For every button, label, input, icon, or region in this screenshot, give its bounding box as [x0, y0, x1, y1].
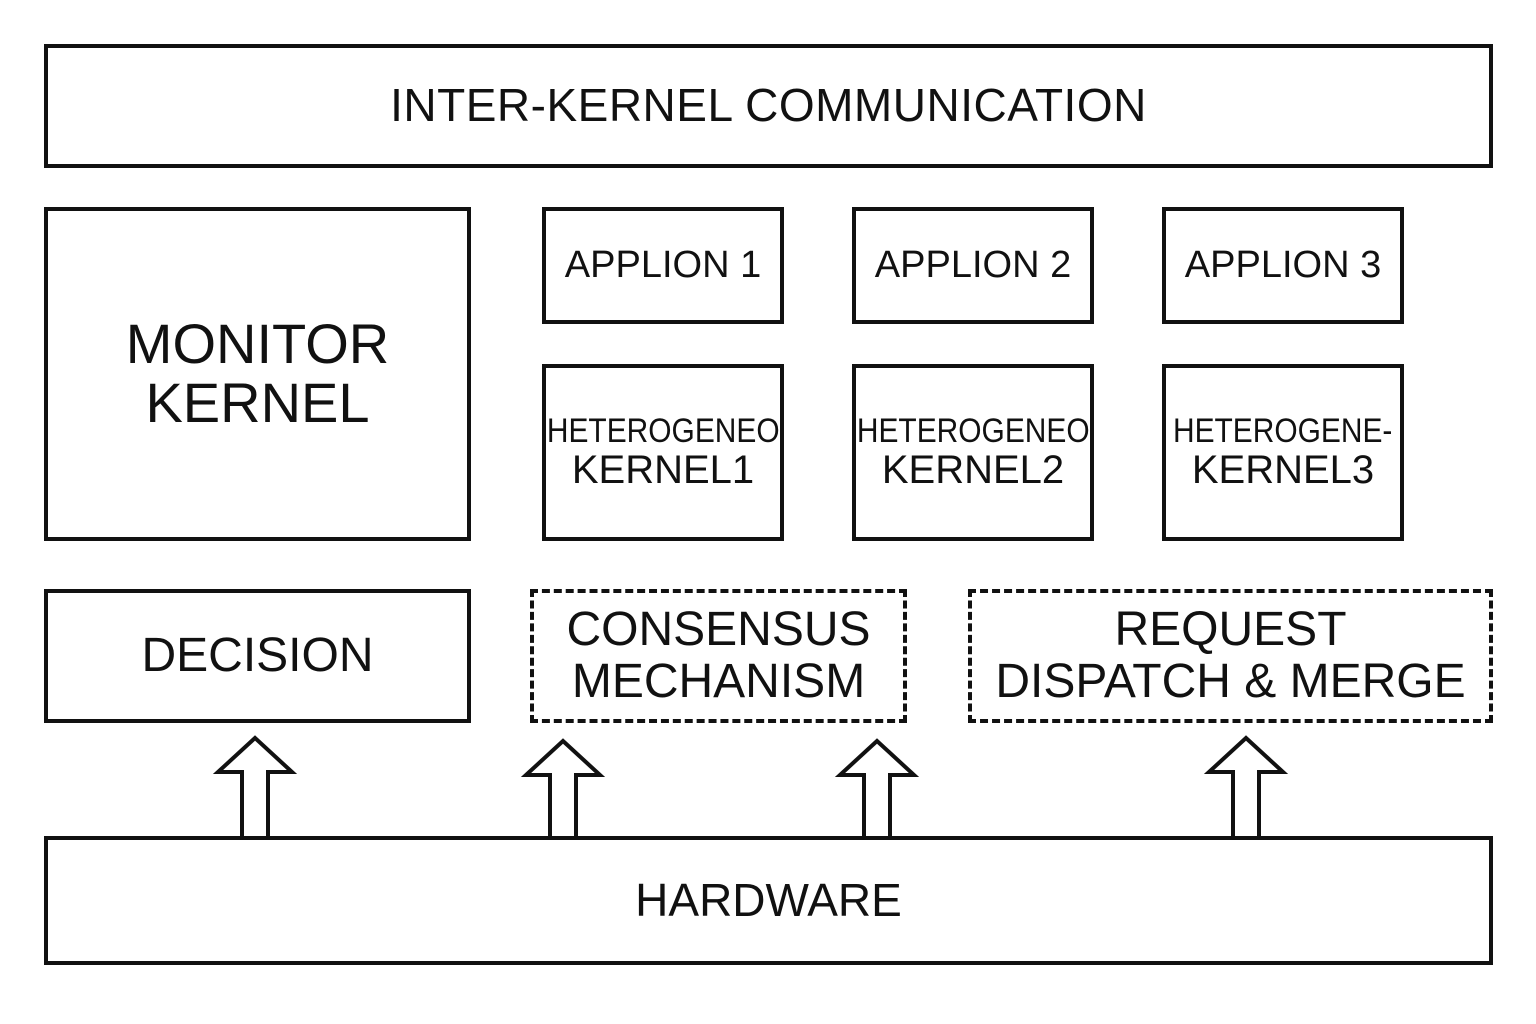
monitor-kernel-box: MONITOR KERNEL: [44, 207, 471, 541]
inter-kernel-communication-label: INTER-KERNEL COMMUNICATION: [390, 79, 1147, 132]
heterogeneous-kernel-3-box: HETEROGENE- KERNEL3: [1162, 364, 1404, 541]
request-dispatch-merge-line1: REQUEST: [1114, 603, 1347, 657]
decision-box: DECISION: [44, 589, 471, 723]
arrow-hardware-to-consensus-right: [834, 738, 920, 836]
heterogeneous-kernel-2-line2: KERNEL2: [881, 448, 1065, 493]
heterogeneous-kernel-3-line2: KERNEL3: [1191, 448, 1375, 493]
request-dispatch-merge-box: REQUEST DISPATCH & MERGE: [968, 589, 1493, 723]
consensus-mechanism-line1: CONSENSUS: [566, 603, 871, 657]
request-dispatch-merge-line2: DISPATCH & MERGE: [995, 655, 1466, 708]
heterogeneous-kernel-1-line2: KERNEL1: [571, 448, 755, 493]
heterogeneous-kernel-3-line1: HETEROGENE-: [1173, 411, 1393, 450]
hardware-label: HARDWARE: [635, 873, 902, 926]
inter-kernel-communication-box: INTER-KERNEL COMMUNICATION: [44, 44, 1493, 168]
applion-2-label: APPLION 2: [874, 243, 1072, 286]
applion-1-box: APPLION 1: [542, 207, 784, 324]
monitor-kernel-line1: MONITOR: [125, 312, 390, 376]
monitor-kernel-line2: KERNEL: [145, 371, 370, 434]
heterogeneous-kernel-1-box: HETEROGENEO KERNEL1: [542, 364, 784, 541]
heterogeneous-kernel-2-box: HETEROGENEO KERNEL2: [852, 364, 1094, 541]
arrow-hardware-to-decision: [212, 735, 298, 836]
heterogeneous-kernel-2-line1: HETEROGENEO: [856, 411, 1090, 450]
decision-label: DECISION: [141, 629, 374, 683]
arrow-hardware-to-request-dispatch: [1203, 735, 1289, 836]
consensus-mechanism-line2: MECHANISM: [571, 655, 866, 708]
applion-3-box: APPLION 3: [1162, 207, 1404, 324]
applion-1-label: APPLION 1: [564, 243, 762, 286]
heterogeneous-kernel-1-line1: HETEROGENEO: [546, 411, 780, 450]
hardware-box: HARDWARE: [44, 836, 1493, 965]
arrow-hardware-to-consensus-left: [520, 738, 606, 836]
applion-3-label: APPLION 3: [1184, 243, 1382, 286]
consensus-mechanism-box: CONSENSUS MECHANISM: [530, 589, 907, 723]
applion-2-box: APPLION 2: [852, 207, 1094, 324]
